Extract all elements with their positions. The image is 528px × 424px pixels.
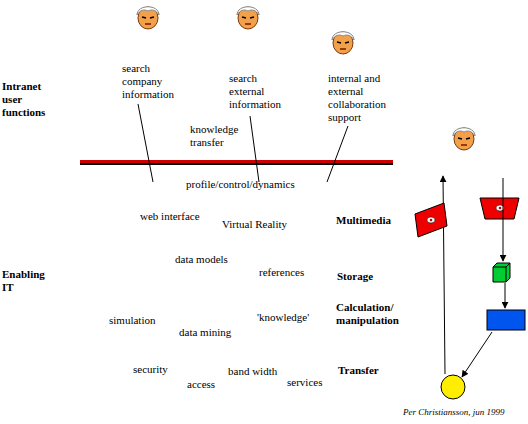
cycle-arrow — [462, 332, 492, 377]
technology-label: web interface — [140, 210, 200, 223]
leader-line — [138, 104, 153, 182]
function-label: profile/control/dynamics — [186, 178, 295, 191]
intranet-bar — [80, 160, 393, 163]
eye-symbol — [427, 217, 435, 223]
leader-line — [327, 126, 348, 182]
function-label: knowledge transfer — [190, 123, 248, 149]
leader-line — [250, 116, 259, 182]
layer-label: Transfer — [338, 364, 379, 377]
user-face — [137, 7, 159, 29]
red-display — [415, 203, 447, 237]
layer-label: Storage — [337, 270, 373, 283]
green-storage-cube — [493, 263, 510, 282]
user-face — [332, 32, 354, 54]
technology-label: references — [259, 266, 304, 279]
cycle-arrow — [505, 283, 506, 308]
layer-label: Calculation/ manipulation — [336, 301, 416, 327]
technology-label: access — [187, 378, 215, 391]
technology-label: security — [133, 363, 168, 376]
technology-label: services — [287, 376, 322, 389]
yellow-transfer-circle — [441, 375, 465, 399]
section-label: Intranet user functions — [2, 80, 54, 119]
technology-label: data mining — [179, 326, 231, 339]
eye-pupil — [430, 219, 433, 222]
author-credit: Per Christiansson, jun 1999 — [403, 407, 505, 418]
intranet-bar-shadow — [80, 163, 393, 165]
user-face — [453, 128, 475, 150]
function-label: internal and external collaboration supp… — [328, 72, 398, 124]
eye-pupil — [499, 207, 502, 210]
layer-label: Multimedia — [336, 214, 391, 227]
cube-edge — [493, 263, 510, 282]
technology-label: Virtual Reality — [222, 218, 287, 231]
technology-label: data models — [175, 253, 228, 266]
technology-label: simulation — [109, 314, 155, 327]
section-label: Enabling IT — [2, 268, 52, 294]
function-label: search company information — [122, 62, 182, 101]
cycle-arrow — [503, 178, 504, 261]
technology-label: 'knowledge' — [257, 311, 309, 324]
function-label: search external information — [229, 72, 289, 111]
technology-label: band width — [228, 365, 277, 378]
red-display — [480, 198, 519, 219]
user-face — [237, 7, 259, 29]
blue-processor-box — [487, 310, 525, 330]
